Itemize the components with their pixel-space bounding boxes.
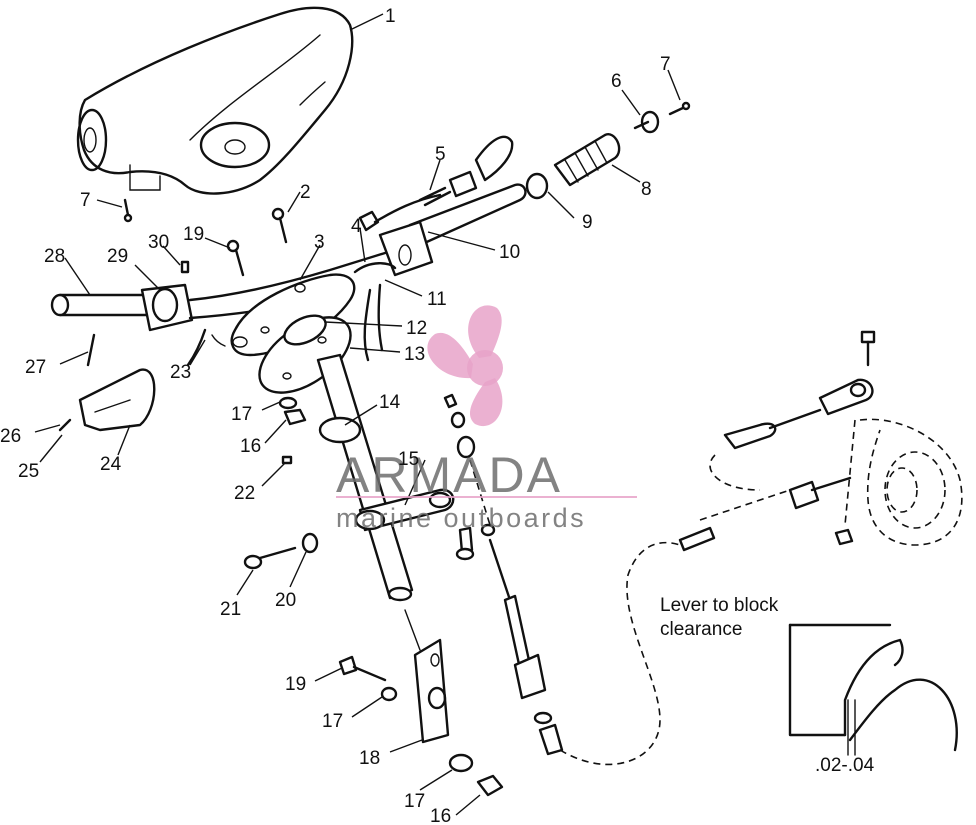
callout-5: 5 [435, 144, 446, 165]
bushing-6 [633, 110, 660, 134]
control-cable-right [678, 378, 874, 552]
motor-cover [76, 6, 354, 195]
callout-8: 8 [641, 179, 652, 200]
callout-7-left: 7 [80, 190, 91, 211]
callout-16-upper: 16 [240, 436, 261, 457]
callout-27: 27 [25, 357, 46, 378]
callout-9: 9 [582, 212, 593, 233]
watermark-brand: ARMADA [336, 447, 562, 503]
set-screw-30 [180, 260, 190, 274]
linkage-rod [443, 393, 564, 756]
callout-2: 2 [300, 182, 311, 203]
callout-7-right: 7 [660, 54, 671, 75]
callout-24: 24 [100, 454, 122, 475]
pivot-plate [230, 273, 356, 357]
note-line-2: clearance [660, 619, 742, 640]
callout-25: 25 [18, 461, 39, 482]
callout-1: 1 [385, 6, 396, 27]
callout-19-lower: 19 [285, 674, 306, 695]
watermark-tagline: marine outboards [336, 503, 586, 533]
callout-23: 23 [170, 362, 191, 383]
callout-12: 12 [406, 318, 427, 339]
screw-22 [281, 455, 293, 465]
washer-20 [301, 532, 319, 554]
rubber-boot [525, 133, 621, 200]
leader-lines [34, 69, 681, 816]
lower-bracket [404, 609, 450, 744]
bolt-19-lower [338, 655, 387, 682]
callout-10: 10 [499, 242, 520, 263]
screw-7-right [668, 101, 691, 116]
screw-19-top [226, 239, 245, 277]
callout-30: 30 [148, 232, 169, 253]
throttle-rod [353, 183, 527, 362]
note-line-1: Lever to block [660, 595, 779, 616]
callout-20: 20 [275, 590, 296, 611]
pin-27 [86, 333, 96, 367]
engine-housing [859, 418, 963, 546]
washer-17-upper [278, 396, 298, 410]
nut-16-bottom [476, 774, 504, 797]
nut-right [834, 528, 854, 546]
callout-labels: 1 2 3 4 5 6 7 7 8 9 10 11 12 13 14 15 16… [0, 6, 671, 825]
callout-17-middle: 17 [322, 711, 343, 732]
throttle-cable [358, 135, 514, 232]
propeller-icon [427, 305, 503, 427]
callout-19-top: 19 [183, 224, 204, 245]
callout-22: 22 [234, 483, 255, 504]
clearance-dimension: .02-.04 [815, 755, 875, 776]
callout-17-upper: 17 [231, 404, 252, 425]
screw-2 [271, 207, 288, 244]
callout-6: 6 [611, 71, 622, 92]
cable-loop [559, 541, 681, 766]
bolt-21 [243, 546, 297, 570]
callout-17-bottom: 17 [404, 791, 425, 812]
callout-4: 4 [351, 216, 362, 237]
swivel-disc [258, 314, 352, 394]
watermark: ARMADA marine outboards [336, 305, 637, 533]
side-cover-24 [78, 368, 156, 432]
callout-15: 15 [398, 449, 419, 470]
callout-26: 26 [0, 426, 21, 447]
callout-21: 21 [220, 599, 241, 620]
screw-7-left [123, 198, 133, 223]
callout-28: 28 [44, 246, 65, 267]
callout-18: 18 [359, 748, 380, 769]
callout-11: 11 [427, 289, 447, 310]
callout-3: 3 [314, 232, 325, 253]
callout-29: 29 [107, 246, 128, 267]
nut-16-upper [283, 408, 307, 426]
screw-26 [58, 418, 72, 432]
callout-14: 14 [379, 392, 401, 413]
clearance-detail [788, 623, 958, 756]
callout-13: 13 [404, 344, 425, 365]
washer-17-lower [380, 686, 398, 702]
bolt-right [860, 330, 876, 367]
washer-17-bottom [448, 753, 474, 773]
callout-16-bottom: 16 [430, 806, 451, 825]
